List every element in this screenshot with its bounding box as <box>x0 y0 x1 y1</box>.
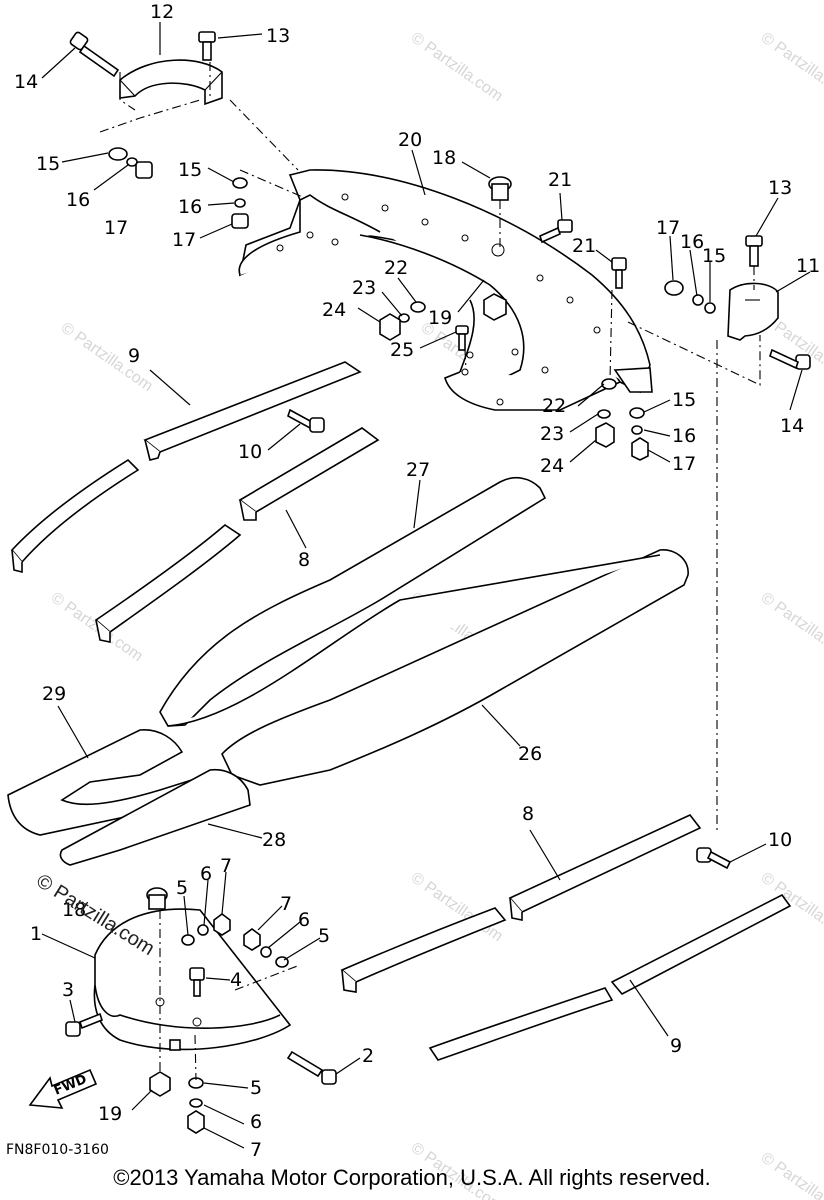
label-21: 21 <box>572 235 596 257</box>
part-14-bolt-top <box>69 31 120 78</box>
label-10: 10 <box>238 441 262 463</box>
part-20-frame <box>238 169 653 411</box>
label-22: 22 <box>542 395 566 417</box>
part-10-rivet-top <box>287 408 325 433</box>
label-16: 16 <box>680 231 704 253</box>
label-7: 7 <box>250 1139 262 1161</box>
label-17: 17 <box>172 229 196 251</box>
label-7: 7 <box>280 893 292 915</box>
part-28-mat <box>59 768 251 866</box>
label-14: 14 <box>780 415 804 437</box>
assembly-lines-bottom <box>159 910 301 1081</box>
svg-text:© Partzilla.com: © Partzilla.com <box>758 589 824 665</box>
label-19: 19 <box>98 1103 122 1125</box>
label-13: 13 <box>266 25 290 47</box>
hardware-right <box>595 280 716 461</box>
copyright-notice: ©2013 Yamaha Motor Corporation, U.S.A. A… <box>113 1165 711 1190</box>
part-labels: 12 13 14 15 16 17 15 16 17 20 18 21 21 1… <box>14 1 820 1161</box>
label-4: 4 <box>230 969 242 991</box>
label-7: 7 <box>220 855 232 877</box>
label-22: 22 <box>384 257 408 279</box>
part-9-rail-right <box>428 893 792 1061</box>
label-16: 16 <box>672 425 696 447</box>
label-8: 8 <box>522 803 534 825</box>
label-5: 5 <box>250 1077 262 1099</box>
label-5: 5 <box>176 877 188 899</box>
label-20: 20 <box>398 129 422 151</box>
label-15: 15 <box>36 153 60 175</box>
hardware-top-left <box>108 147 249 229</box>
svg-text:© Partzilla.com: © Partzilla.com <box>408 29 506 105</box>
diagram-code: FN8F010-3160 <box>6 1142 109 1158</box>
label-18: 18 <box>62 899 86 921</box>
label-11: 11 <box>796 255 820 277</box>
label-16: 16 <box>178 196 202 218</box>
label-23: 23 <box>352 277 376 299</box>
part-8-rail-right <box>340 814 702 993</box>
label-3: 3 <box>62 979 74 1001</box>
label-12: 12 <box>150 1 174 23</box>
part-27-mat <box>159 476 547 727</box>
label-18: 18 <box>432 147 456 169</box>
label-19: 19 <box>428 307 452 329</box>
label-26: 26 <box>518 743 542 765</box>
label-10: 10 <box>768 829 792 851</box>
label-9: 9 <box>128 345 140 367</box>
label-8: 8 <box>298 549 310 571</box>
part-12-bracket <box>119 59 223 106</box>
label-1: 1 <box>30 923 42 945</box>
label-17: 17 <box>104 217 128 239</box>
svg-text:© Partzilla.com: © Partzilla.com <box>758 29 824 105</box>
label-14: 14 <box>14 71 38 93</box>
hardware-center <box>379 293 507 351</box>
label-17: 17 <box>656 217 680 239</box>
leader-lines <box>41 22 811 1149</box>
label-23: 23 <box>540 423 564 445</box>
label-21: 21 <box>548 169 572 191</box>
bottom-hardware <box>65 887 337 1134</box>
label-24: 24 <box>322 299 346 321</box>
part-8-rail-left <box>94 427 380 643</box>
label-16: 16 <box>66 189 90 211</box>
label-15: 15 <box>178 159 202 181</box>
svg-text:© Partzilla.com: © Partzilla.com <box>58 319 156 395</box>
label-15: 15 <box>672 389 696 411</box>
label-25: 25 <box>390 339 414 361</box>
label-5: 5 <box>318 925 330 947</box>
part-18-grommet-top <box>488 176 512 201</box>
label-6: 6 <box>298 909 310 931</box>
part-21-screws <box>539 219 627 289</box>
label-28: 28 <box>262 829 286 851</box>
part-14-bolt-right <box>769 348 811 370</box>
assembly-lines-top <box>99 62 761 830</box>
label-6: 6 <box>200 863 212 885</box>
fwd-arrow-icon: FWD <box>28 1068 98 1109</box>
part-26-mat <box>167 549 689 786</box>
label-15: 15 <box>702 245 726 267</box>
label-6: 6 <box>250 1111 262 1133</box>
part-13-bolt-top <box>198 31 216 61</box>
label-9: 9 <box>670 1035 682 1057</box>
part-10-rivet-bottom <box>696 847 732 870</box>
part-13-bolt-right <box>745 235 763 267</box>
part-11-bracket <box>727 282 779 341</box>
label-29: 29 <box>42 683 66 705</box>
label-2: 2 <box>362 1045 374 1067</box>
label-17: 17 <box>672 453 696 475</box>
part-9-rail-left <box>10 361 362 574</box>
label-13: 13 <box>768 177 792 199</box>
label-27: 27 <box>406 459 430 481</box>
label-24: 24 <box>540 455 564 477</box>
